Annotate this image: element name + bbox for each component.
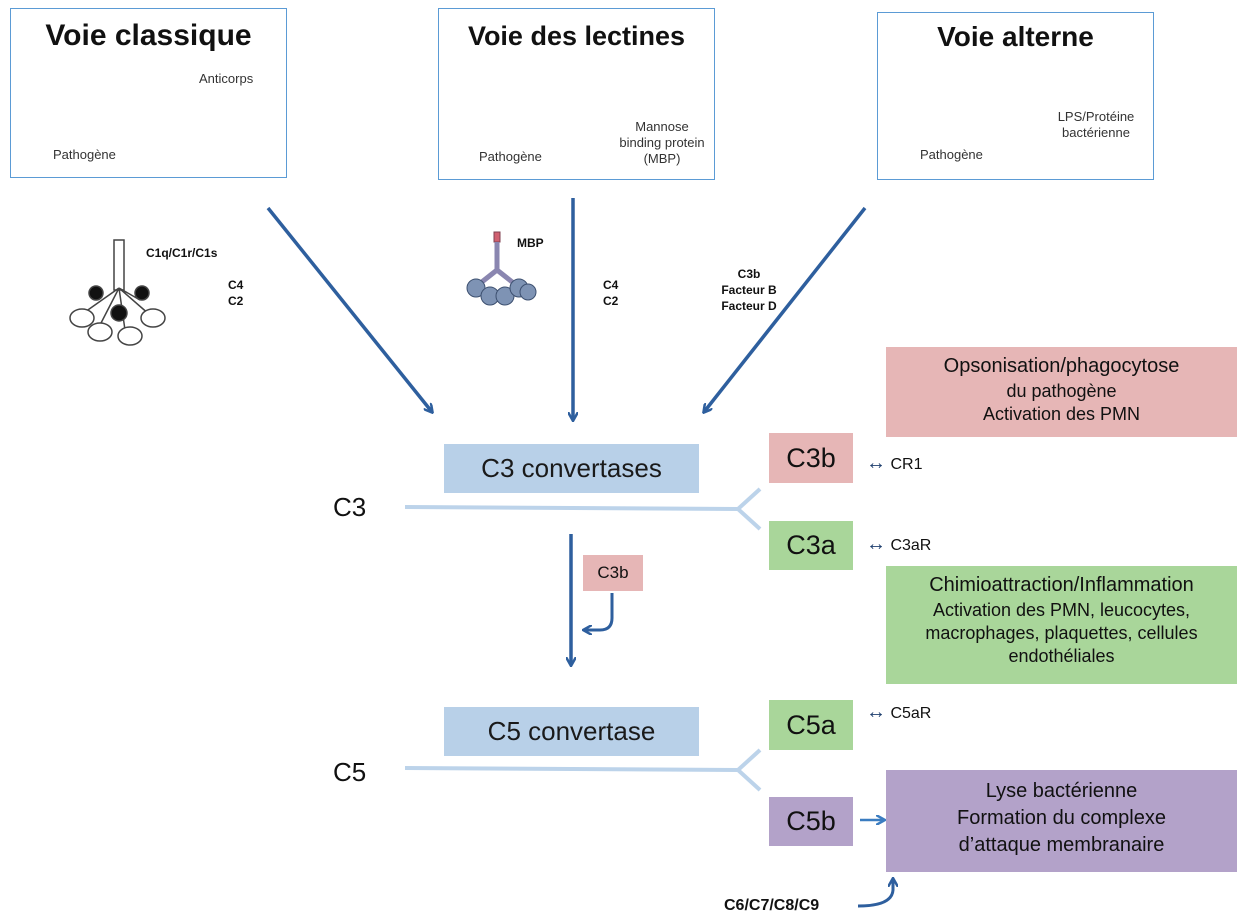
mbp-label-line1: Mannose	[635, 119, 689, 134]
chemo-line3: endothéliales	[1008, 646, 1115, 666]
c3b-middle-box: C3b	[583, 555, 643, 591]
lectin-c2-label: C2	[603, 294, 619, 308]
alternative-arrow	[704, 206, 867, 412]
c3-convertase-box: C3 convertases	[444, 444, 699, 493]
c3ar-receptor: ↔ C3aR	[866, 533, 931, 556]
classical-c4-label: C4	[228, 278, 244, 292]
opsonisation-box: Opsonisation/phagocytose du pathogène Ac…	[886, 347, 1237, 437]
mbp-factor-label: MBP	[517, 236, 544, 250]
alternative-pathway-box: Voie alterne LPS/Protéine bactérienne Pa…	[877, 12, 1154, 180]
lps-label-line1: LPS/Protéine	[1057, 109, 1135, 124]
lectin-pathogen-label: Pathogène	[479, 149, 542, 164]
c3a-fragment: C3a	[769, 521, 853, 570]
opsonisation-line2: Activation des PMN	[982, 404, 1141, 424]
lectin-pathway-box: Voie des lectines Pathogène Mannose bind…	[438, 8, 715, 180]
mbp-label-line2: binding protein	[619, 135, 705, 150]
factor-b-label: Facteur B	[721, 283, 777, 297]
c5a-fragment: C5a	[769, 700, 853, 750]
c1-factor-label: C1q/C1r/C1s	[146, 246, 218, 260]
mbp-label: Mannose binding protein (MBP)	[614, 119, 710, 167]
lectin-title: Voie des lectines	[467, 21, 686, 51]
cr1-receptor: ↔ CR1	[866, 452, 922, 475]
c3-label: C3	[333, 492, 367, 522]
chemo-title: Chimioattraction/Inflammation	[929, 574, 1194, 596]
opsonisation-line1: du pathogène	[1006, 381, 1117, 401]
double-arrow-icon: ↔	[866, 452, 886, 474]
lps-label-line2: bactérienne	[1062, 125, 1130, 140]
alt-c3b-label: C3b	[737, 267, 761, 281]
mbp-complex-icon	[466, 231, 537, 306]
opsonisation-title: Opsonisation/phagocytose	[943, 355, 1180, 377]
c3b-join-arrow	[584, 593, 614, 630]
c1-complex-icon	[69, 239, 166, 346]
c5-split-line	[404, 748, 762, 792]
c5ar-receptor: ↔ C5aR	[866, 701, 931, 724]
mac-components-label: C6/C7/C8/C9	[724, 897, 820, 914]
mac-components-arrow	[857, 879, 893, 908]
cr1-label: CR1	[890, 456, 923, 473]
c3b-fragment: C3b	[769, 433, 853, 483]
classical-pathway-box: Voie classique Anticorps Pathogène	[10, 8, 287, 178]
lps-label: LPS/Protéine bactérienne	[1046, 109, 1146, 141]
c5b-fragment: C5b	[769, 797, 853, 846]
double-arrow-icon: ↔	[866, 701, 886, 723]
classical-c2-label: C2	[228, 294, 244, 308]
chemo-line2: macrophages, plaquettes, cellules	[925, 623, 1198, 643]
classical-arrow	[266, 206, 432, 412]
lectin-c4-label: C4	[603, 278, 619, 292]
lysis-line1: Lyse bactérienne	[985, 780, 1138, 802]
c3ar-label: C3aR	[890, 537, 932, 554]
c5-convertase-box: C5 convertase	[444, 707, 699, 756]
lysis-line2: Formation du complexe	[957, 807, 1166, 829]
lysis-line3: d’attaque membranaire	[958, 834, 1165, 856]
classical-pathogen-label: Pathogène	[53, 147, 116, 162]
factor-d-label: Facteur D	[721, 299, 777, 313]
chemoattraction-box: Chimioattraction/Inflammation Activation…	[886, 566, 1237, 684]
chemo-line1: Activation des PMN, leucocytes,	[932, 600, 1191, 620]
alternative-title: Voie alterne	[937, 21, 1094, 52]
c3-split-line	[404, 487, 762, 531]
classical-title: Voie classique	[45, 19, 252, 52]
antibody-label: Anticorps	[199, 71, 254, 86]
lysis-box: Lyse bactérienne Formation du complexe d…	[886, 770, 1237, 872]
alternative-factors: C3b Facteur B Facteur D	[714, 266, 784, 314]
mbp-label-line3: (MBP)	[643, 151, 681, 166]
c5ar-label: C5aR	[890, 705, 932, 722]
double-arrow-icon: ↔	[866, 533, 886, 555]
c5-label: C5	[333, 757, 367, 787]
alternative-pathogen-label: Pathogène	[920, 147, 983, 162]
